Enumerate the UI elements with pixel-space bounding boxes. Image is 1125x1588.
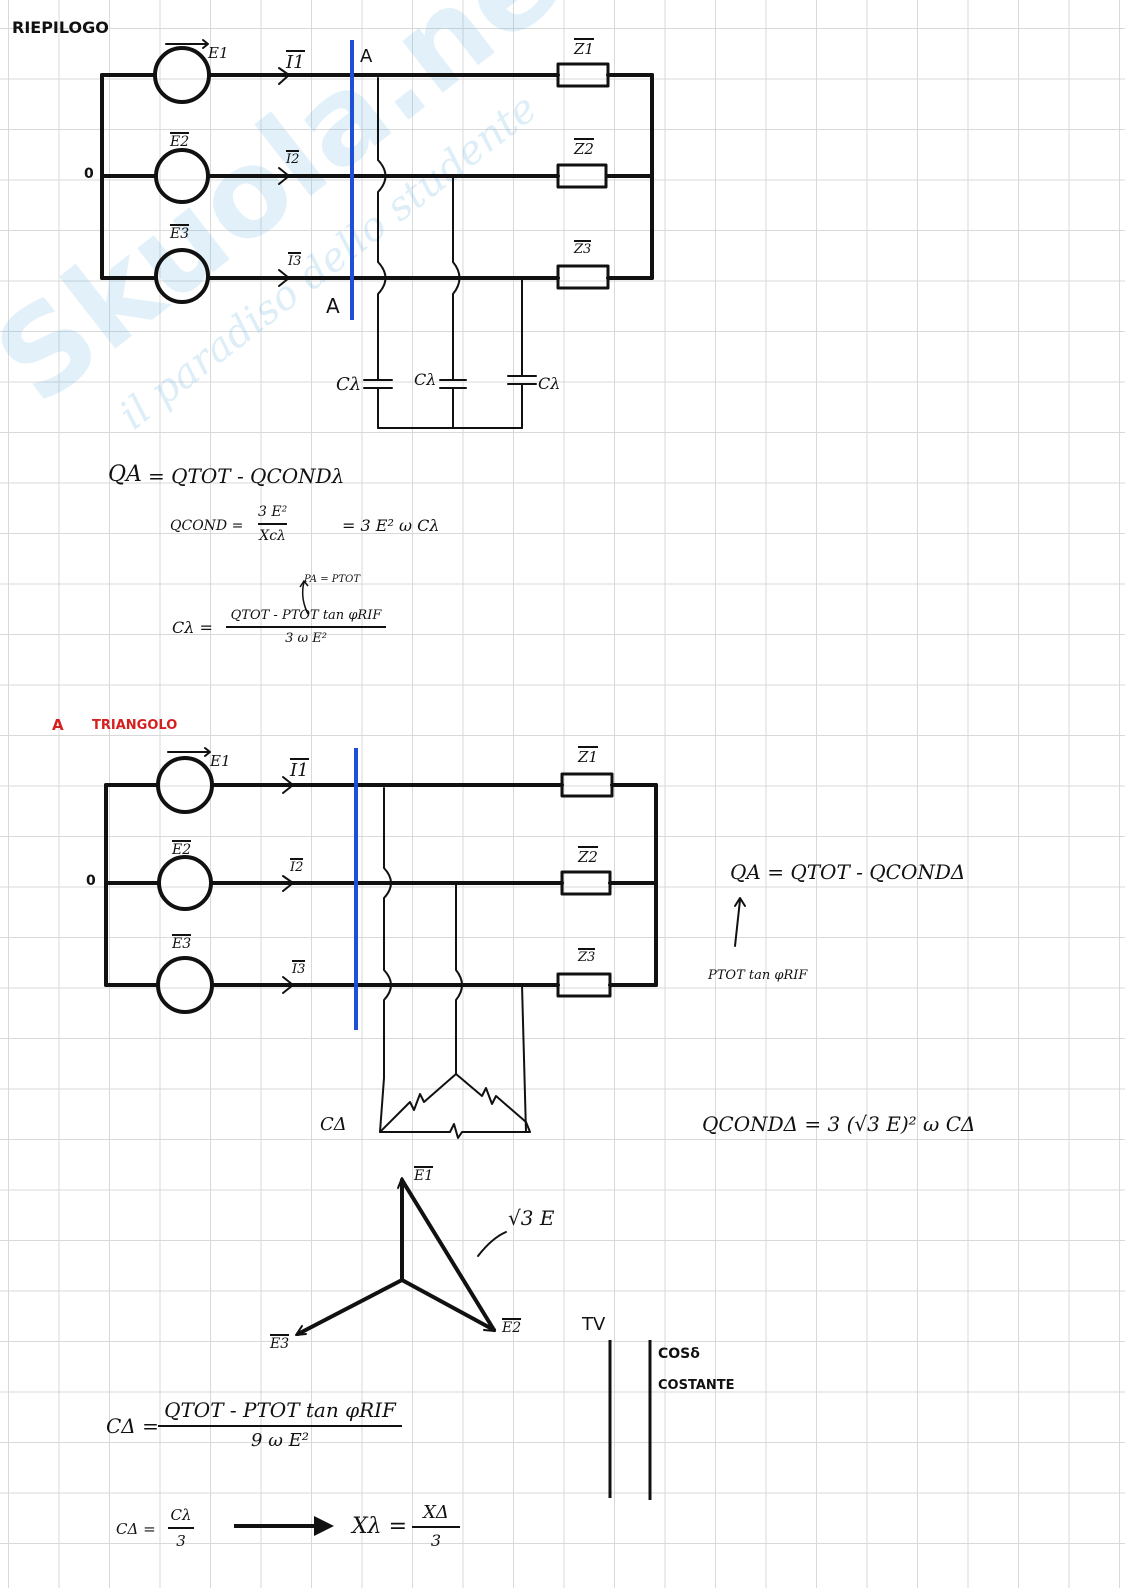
rel-numerator: Cλ (170, 1506, 192, 1524)
qcond-rhs: = 3 E² ω Cλ (342, 516, 440, 535)
fraction-bar (168, 1527, 194, 1529)
pa-note: PA = PTOT (304, 574, 361, 585)
fraction-bar (258, 523, 288, 525)
tv-bars (608, 1340, 652, 1500)
qa-lhs-1: QA (108, 462, 142, 487)
load-label-z3: Z3 (574, 240, 592, 257)
phasor-line-label: √3 E (508, 1206, 555, 1230)
capacitor-label-2: Cλ (414, 370, 437, 389)
load2-label-z2: Z2 (578, 846, 598, 866)
c-lambda-denominator: 3 ω E² (285, 631, 327, 646)
c-delta-lhs: CΔ = (106, 1414, 159, 1438)
rel-lhs: CΔ = (116, 1520, 156, 1538)
qcond-fraction: 3 E² Xcλ (258, 504, 288, 544)
phasor-e3-label: E3 (270, 1334, 290, 1352)
load2-label-z3: Z3 (578, 948, 596, 965)
section-label-bottom: A (326, 294, 340, 318)
tv-line-1: COSδ (658, 1346, 700, 1362)
voltage-sources-1 (153, 46, 211, 304)
node-label-1: 0 (84, 166, 94, 182)
current-label-i2: I2 (286, 150, 300, 167)
x-numerator: XΔ (423, 1502, 449, 1523)
c-delta-numerator: QTOT - PTOT tan φRIF (164, 1398, 396, 1422)
qcond-denominator: Xcλ (259, 528, 286, 544)
current-label-i3: I3 (288, 252, 302, 269)
c-lambda-lhs: Cλ = (172, 618, 213, 637)
pa-note-arrow (299, 579, 309, 615)
c-lambda-fraction: QTOT - PTOT tan φRIF 3 ω E² (226, 608, 386, 646)
source-label-e3: E3 (170, 224, 190, 242)
phasor-e1-label: E1 (414, 1166, 434, 1184)
voltage-sources-2 (156, 756, 214, 1014)
current2-label-i1: I1 (290, 758, 309, 781)
section-marker: A (52, 716, 64, 734)
qcond-numerator: 3 E² (258, 504, 288, 520)
current2-label-i2: I2 (290, 858, 304, 875)
node2-label: 0 (86, 873, 96, 889)
load2-label-z1: Z1 (578, 746, 598, 766)
qcond-delta-eq: QCONDΔ = 3 (√3 E)² ω CΔ (702, 1112, 976, 1136)
page-title: RIEPILOGO (12, 18, 109, 37)
source2-label-e2: E2 (172, 840, 192, 858)
section-label-top: A (360, 46, 373, 67)
load-resistors-1 (556, 62, 610, 290)
fraction-bar (226, 626, 386, 628)
current-label-i1: I1 (286, 50, 305, 73)
tv-line-2: COSTANTE (658, 1378, 735, 1393)
fraction-bar (412, 1526, 460, 1528)
implies-arrow (234, 1516, 334, 1536)
c-delta-fraction: QTOT - PTOT tan φRIF 9 ω E² (158, 1398, 402, 1451)
source2-label-e3: E3 (172, 934, 192, 952)
ptot-note: PTOT tan φRIF (708, 968, 808, 983)
cap-delta-label: CΔ (320, 1114, 347, 1135)
source-label-e2: E2 (170, 132, 190, 150)
capacitor-label-1: Cλ (336, 374, 362, 395)
source-label-e1: E1 (208, 44, 229, 62)
qa-rhs-1: = QTOT - QCONDλ (148, 464, 345, 488)
rel-fraction: Cλ 3 (168, 1506, 194, 1550)
capacitor-label-3: Cλ (538, 374, 561, 393)
x-denominator: 3 (430, 1531, 442, 1550)
load-label-z1: Z1 (574, 38, 594, 58)
source2-label-e1: E1 (210, 752, 231, 770)
tv-label: TV (582, 1314, 606, 1335)
c-delta-denominator: 9 ω E² (251, 1430, 309, 1451)
c-lambda-numerator: QTOT - PTOT tan φRIF (230, 608, 382, 623)
rel-denominator: 3 (176, 1532, 186, 1550)
qa-eq-2: QA = QTOT - QCONDΔ (730, 860, 966, 884)
load-resistors-2 (556, 772, 614, 998)
qcond-lhs: QCOND = (170, 518, 244, 534)
section-title: TRIANGOLO (92, 718, 178, 733)
x-lhs: Xλ = (352, 1514, 408, 1539)
fraction-bar (158, 1425, 402, 1427)
x-fraction: XΔ 3 (412, 1502, 460, 1550)
phasor-e2-label: E2 (502, 1318, 522, 1336)
load-label-z2: Z2 (574, 138, 594, 158)
current2-label-i3: I3 (292, 960, 306, 977)
